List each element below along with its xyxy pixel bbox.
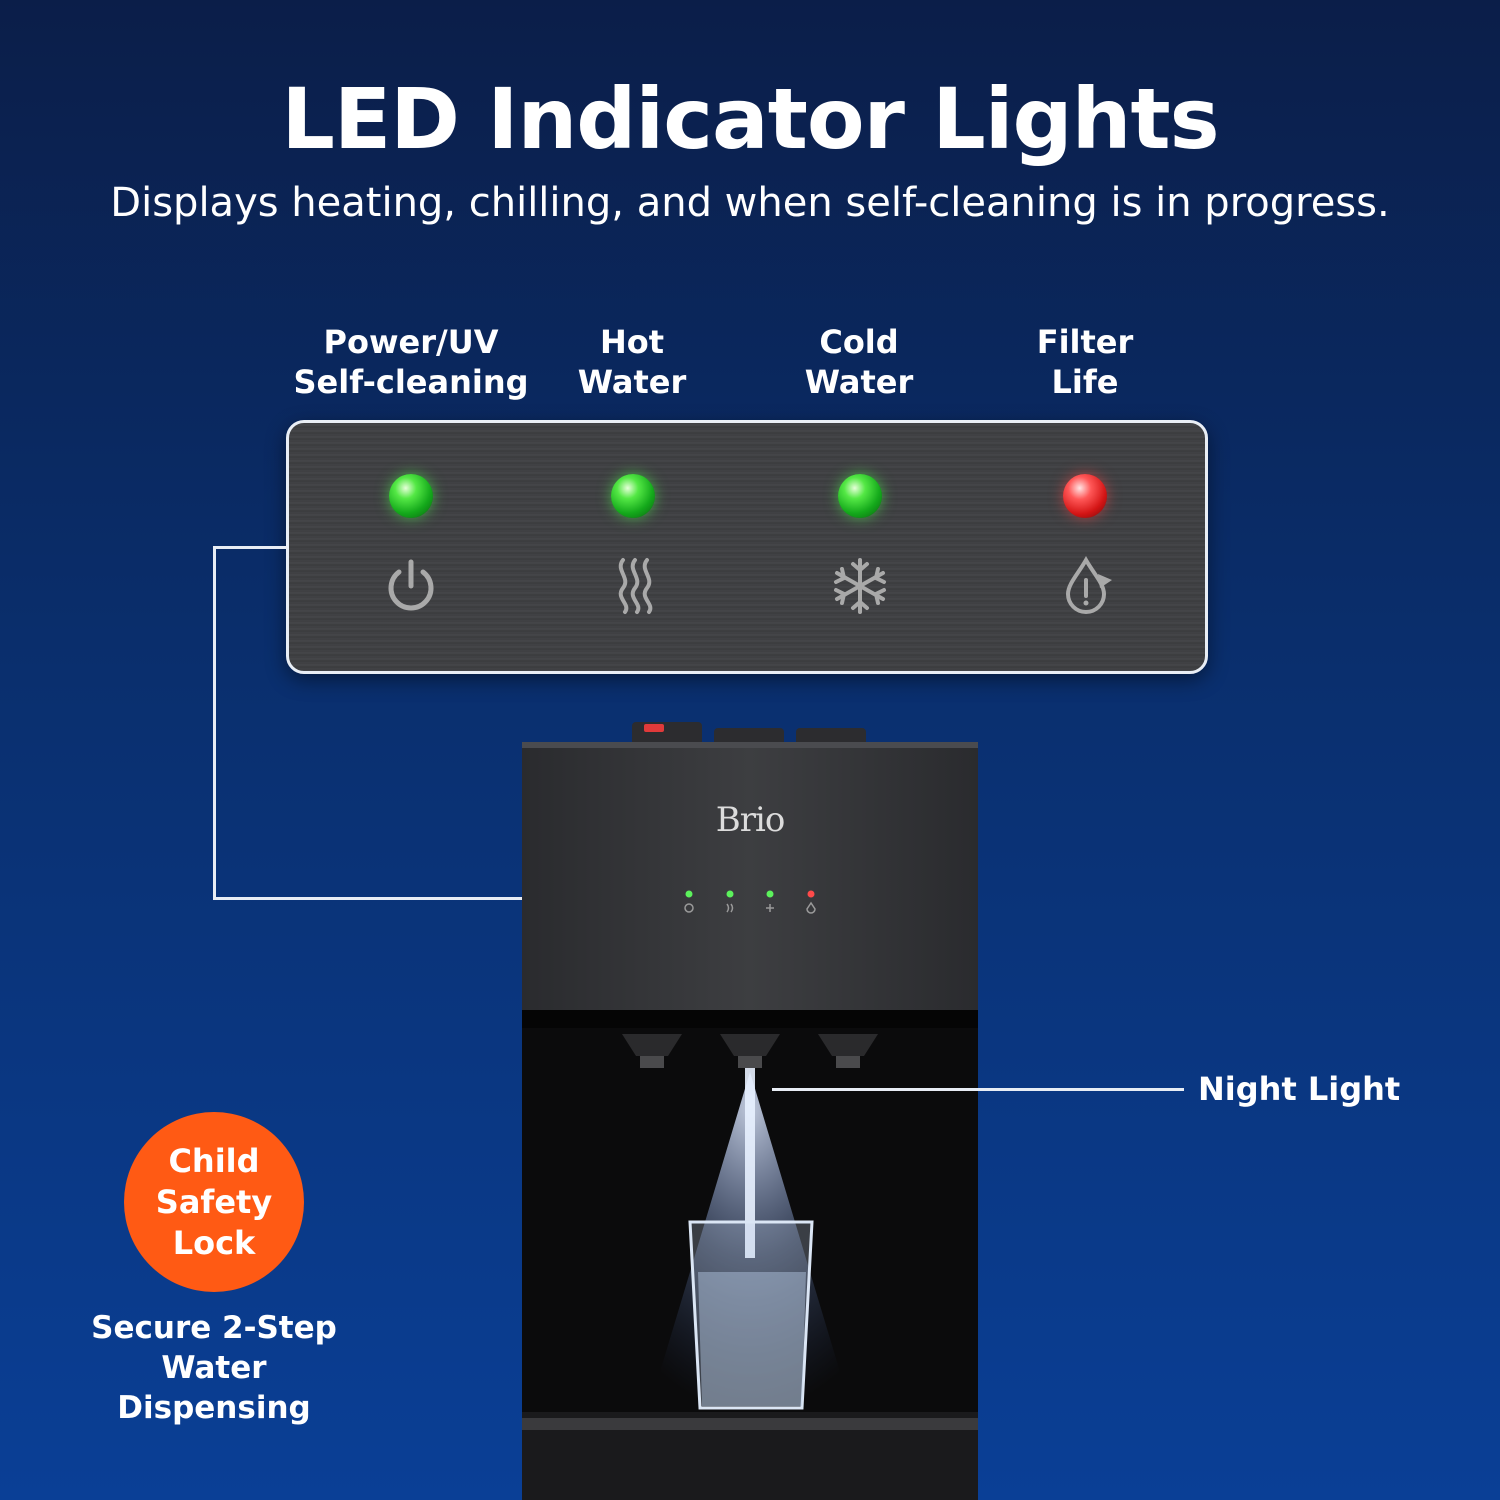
power-icon (388, 559, 434, 611)
caption-line: Secure 2-Step (91, 1310, 337, 1346)
indicator-label-power: Power/UV Self-cleaning (281, 322, 541, 402)
indicator-label-cold: Cold Water (729, 322, 989, 402)
night-light-label: Night Light (1198, 1070, 1401, 1108)
led-panel-closeup (286, 420, 1208, 674)
page-title: LED Indicator Lights (281, 70, 1219, 168)
label-line: Self-cleaning (293, 363, 529, 401)
label-line: Cold (819, 323, 899, 361)
badge-line: Child (168, 1141, 260, 1180)
hot-water-led (611, 474, 655, 518)
indicator-label-hot: Hot Water (502, 322, 762, 402)
safety-caption: Secure 2-Step Water Dispensing (64, 1308, 364, 1428)
page-subtitle: Displays heating, chilling, and when sel… (110, 180, 1390, 226)
cold-water-led (838, 474, 882, 518)
power-led (389, 474, 433, 518)
brand-logo: Brio (715, 800, 786, 840)
child-safety-badge: Child Safety Lock (124, 1112, 304, 1292)
caption-line: Water Dispensing (117, 1350, 311, 1426)
label-line: Power/UV (323, 323, 499, 361)
label-line: Hot (599, 323, 665, 361)
indicator-label-filter: Filter Life (955, 322, 1215, 402)
label-line: Filter (1036, 323, 1134, 361)
label-line: Life (1051, 363, 1119, 401)
callout-line-top (213, 546, 287, 549)
label-line: Water (577, 363, 687, 401)
water-dispenser (522, 722, 978, 1500)
badge-line: Lock (172, 1223, 256, 1262)
filter-drop-icon (1065, 556, 1112, 614)
badge-line: Safety (155, 1182, 273, 1221)
night-light-callout-line (772, 1088, 1184, 1091)
filter-life-led (1063, 474, 1107, 518)
snowflake-icon (834, 558, 886, 614)
steam-icon (618, 558, 653, 614)
callout-line-vertical (213, 546, 216, 900)
callout-line-bottom (213, 897, 658, 900)
label-line: Water (804, 363, 914, 401)
